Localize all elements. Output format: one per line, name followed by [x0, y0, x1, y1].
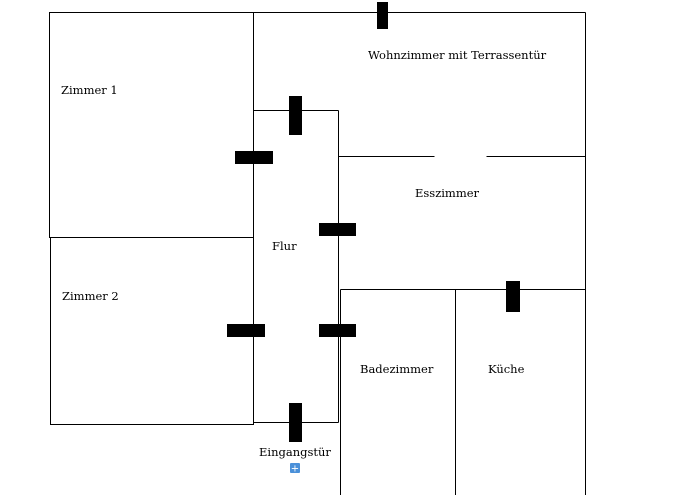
label-zimmer-2: Zimmer 2	[62, 289, 119, 303]
door-badezimmer[interactable]	[319, 324, 356, 337]
label-badezimmer: Badezimmer	[360, 362, 434, 376]
door-flur-wohnzimmer[interactable]	[289, 96, 302, 135]
doors	[227, 2, 520, 442]
wall-zimmer-1	[49, 12, 254, 238]
door-esszimmer[interactable]	[319, 223, 356, 236]
label-zimmer-1: Zimmer 1	[61, 83, 118, 97]
door-eingang[interactable]	[289, 403, 302, 442]
add-button[interactable]: +	[290, 463, 300, 475]
label-eingangstuer: Eingangstür	[259, 445, 331, 459]
door-terrasse[interactable]	[377, 2, 388, 29]
door-zimmer-2[interactable]	[227, 324, 265, 337]
add-button-bg[interactable]	[290, 463, 300, 473]
door-zimmer-1[interactable]	[235, 151, 273, 164]
label-flur: Flur	[272, 239, 297, 253]
door-kueche[interactable]	[506, 281, 520, 312]
label-esszimmer: Esszimmer	[415, 186, 480, 200]
walls	[49, 12, 586, 495]
room-labels: Zimmer 1 Zimmer 2 Wohnzimmer mit Terrass…	[61, 48, 547, 459]
plus-icon[interactable]: +	[291, 464, 299, 475]
label-kueche: Küche	[488, 362, 525, 376]
wall-zimmer-2	[50, 237, 254, 425]
label-wohnzimmer: Wohnzimmer mit Terrassentür	[368, 48, 547, 62]
